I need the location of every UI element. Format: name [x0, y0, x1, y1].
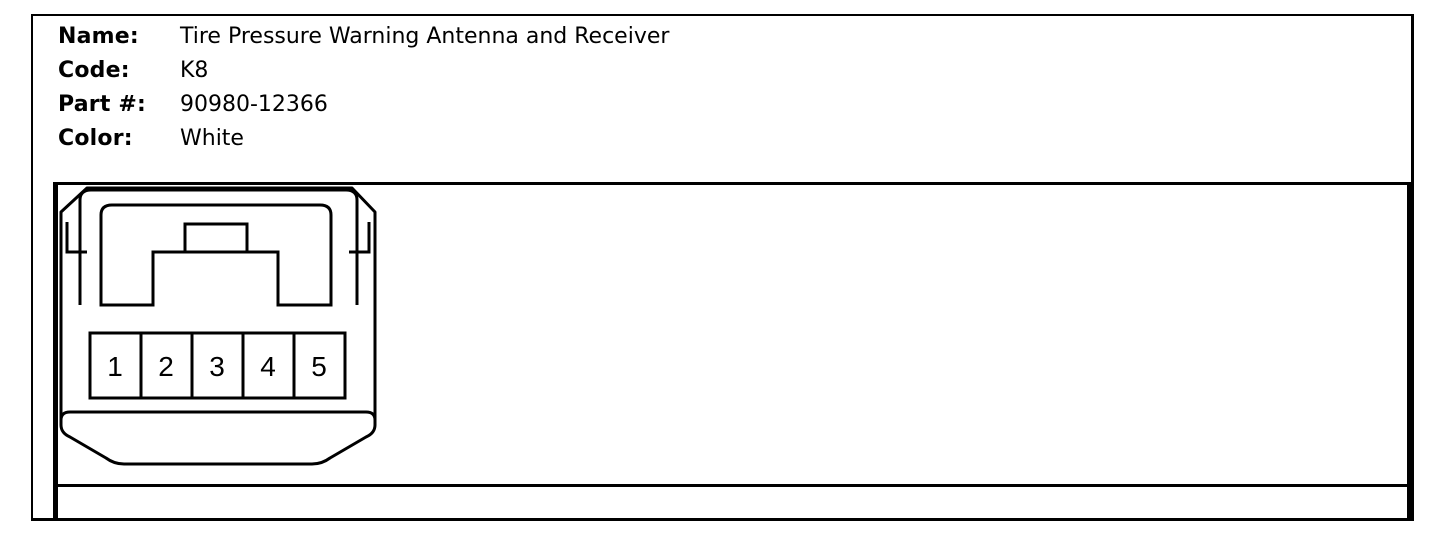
connector-view-frame [53, 182, 1411, 519]
color-label: Color: [58, 126, 133, 151]
pin-number-1: 1 [107, 351, 123, 382]
info-row-part-number: Part #: 90980-12366 [58, 88, 669, 122]
housing-collar-line [59, 410, 377, 421]
connector-housing-outline [59, 186, 377, 466]
info-row-name: Name: Tire Pressure Warning Antenna and … [58, 20, 669, 54]
inner-cavity-outline [78, 188, 359, 305]
connector-view-divider [53, 484, 1411, 487]
pin-number-3: 3 [209, 351, 225, 382]
lock-tab [183, 222, 249, 254]
pin-number-2: 2 [158, 351, 174, 382]
part-number-value: 90980-12366 [180, 92, 328, 117]
info-row-code: Code: K8 [58, 54, 669, 88]
code-value: K8 [180, 58, 209, 83]
name-label: Name: [58, 24, 139, 49]
housing-right-rib [349, 222, 371, 254]
info-row-color: Color: White [58, 122, 669, 156]
inner-cavity-contour [99, 203, 333, 307]
code-label: Code: [58, 58, 130, 83]
connector-info-table: Name: Tire Pressure Warning Antenna and … [58, 20, 669, 156]
part-number-label: Part #: [58, 92, 147, 117]
pin-number-5: 5 [311, 351, 327, 382]
color-value: White [180, 126, 244, 151]
housing-left-rib [65, 222, 87, 254]
pin-block-outline [88, 331, 347, 400]
pin-number-4: 4 [260, 351, 276, 382]
connector-card-frame [31, 14, 1414, 521]
name-value: Tire Pressure Warning Antenna and Receiv… [180, 24, 670, 49]
